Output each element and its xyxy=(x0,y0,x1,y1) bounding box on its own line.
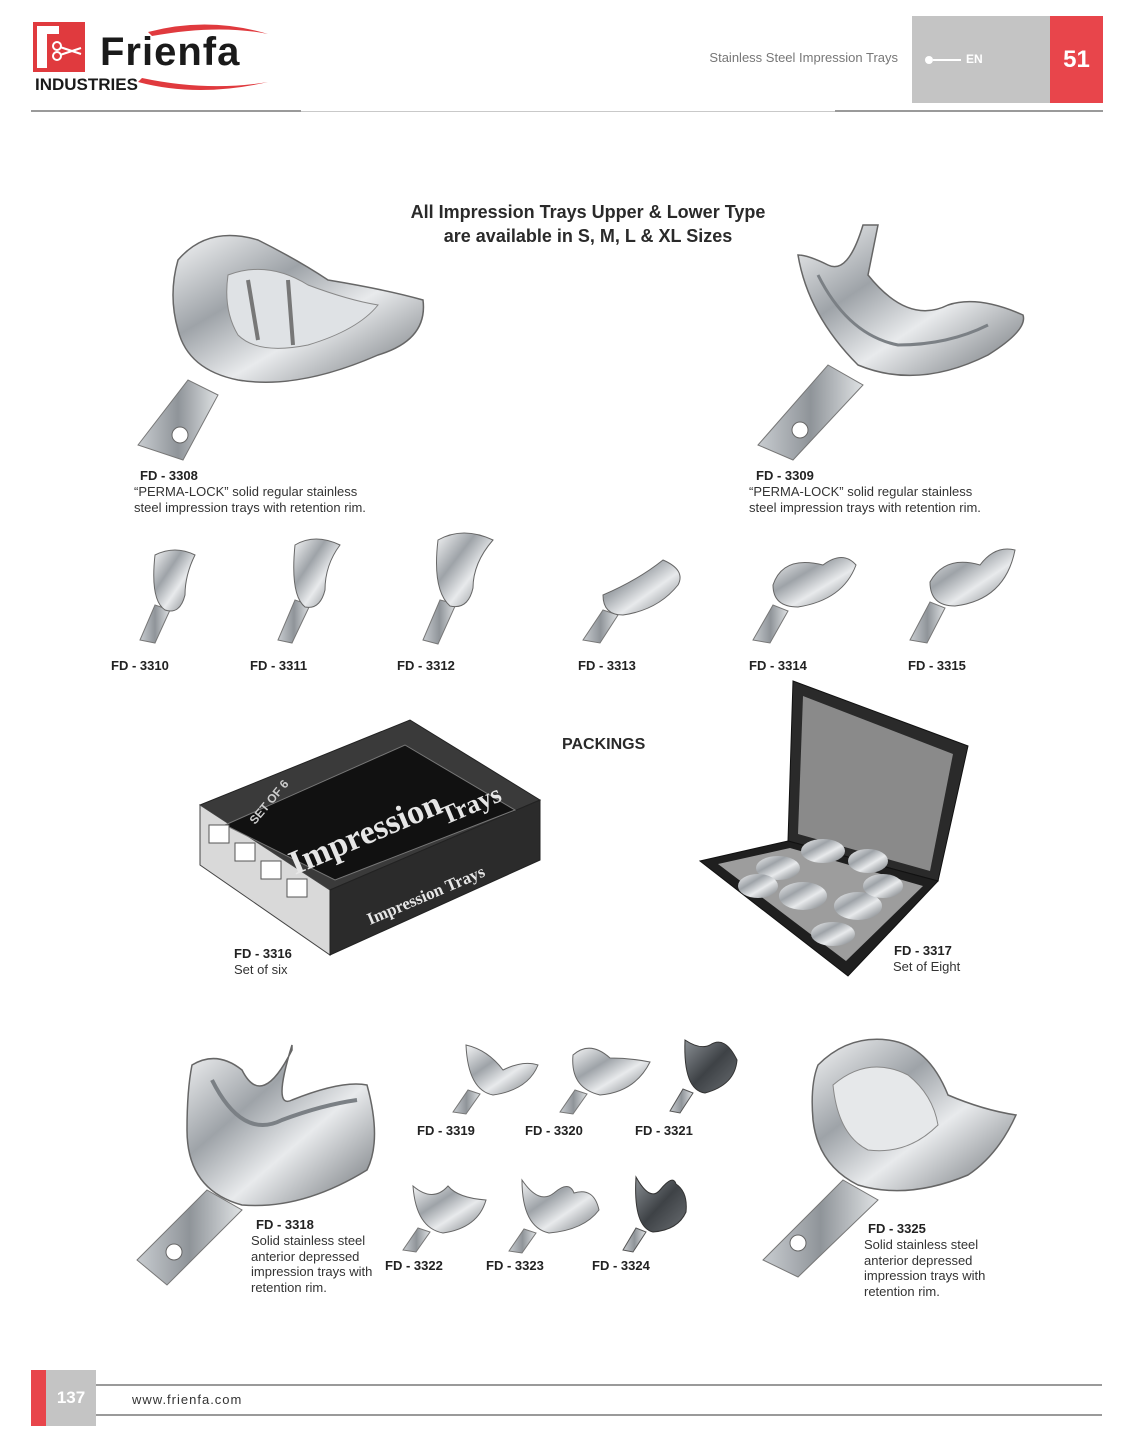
product-desc-3308: “PERMA-LOCK” solid regular stainless ste… xyxy=(134,484,366,515)
product-code-3312: FD - 3312 xyxy=(397,658,455,673)
tray-image-3319 xyxy=(448,1040,540,1115)
desc-line: Solid stainless steel xyxy=(251,1233,366,1248)
packings-title: PACKINGS xyxy=(562,736,646,753)
brand-logo-mark xyxy=(33,22,85,72)
footer-rule-bottom xyxy=(96,1414,1102,1416)
tray-image-3308 xyxy=(128,220,428,465)
tray-image-3309 xyxy=(748,215,1028,465)
website-link[interactable]: www.frienfa.com xyxy=(132,1392,243,1407)
product-code-3316: FD - 3316 xyxy=(234,946,292,961)
headline-line-2: are available in S, M, L & XL Sizes xyxy=(443,226,733,246)
tray-image-3313 xyxy=(578,555,688,645)
header-divider xyxy=(31,110,301,112)
tray-image-3320 xyxy=(555,1040,651,1115)
product-code-3325: FD - 3325 xyxy=(868,1221,926,1236)
desc-line: anterior depressed xyxy=(864,1252,973,1268)
section-title-header: Stainless Steel Impression Trays xyxy=(709,50,898,65)
header-divider-right xyxy=(835,110,1103,112)
tray-image-3311 xyxy=(270,535,350,645)
page-number: 137 xyxy=(46,1370,96,1426)
footer-accent xyxy=(31,1370,49,1426)
tray-image-3314 xyxy=(748,545,863,645)
product-code-3324: FD - 3324 xyxy=(592,1258,650,1273)
desc-line: impression trays with xyxy=(251,1264,373,1279)
packing-box-3316: Impression Trays SET OF 6 Impression Tra… xyxy=(195,715,545,960)
product-code-3313: FD - 3313 xyxy=(578,658,636,673)
product-code-3315: FD - 3315 xyxy=(908,658,966,673)
headline-line-1: All Impression Trays Upper & Lower Type xyxy=(410,202,766,222)
brand-swoosh xyxy=(138,24,268,90)
desc-line: Solid stainless steel xyxy=(864,1237,979,1252)
desc-line: retention rim. xyxy=(864,1283,940,1299)
tray-image-3315 xyxy=(905,540,1020,645)
product-code-3311: FD - 3311 xyxy=(250,658,308,673)
bullet-icon xyxy=(925,56,933,64)
desc-line: steel impression trays with retention ri… xyxy=(749,499,981,515)
desc-line: “PERMA-LOCK” solid regular stainless xyxy=(134,484,358,499)
product-code-3319: FD - 3319 xyxy=(417,1123,475,1138)
desc-line: “PERMA-LOCK” solid regular stainless xyxy=(749,484,973,499)
scissors-icon xyxy=(37,26,82,68)
product-code-3320: FD - 3320 xyxy=(525,1123,583,1138)
brand-name: Frienfa xyxy=(100,30,241,74)
bullet-line xyxy=(933,59,961,61)
desc-line: retention rim. xyxy=(251,1279,327,1295)
brand-subtitle: INDUSTRIES xyxy=(35,75,138,94)
tray-image-3312 xyxy=(418,528,498,646)
product-code-3321: FD - 3321 xyxy=(635,1123,693,1138)
tray-image-3323 xyxy=(504,1175,600,1255)
product-desc-3318: Solid stainless steel anterior depressed… xyxy=(251,1233,372,1295)
product-desc-3325: Solid stainless steel anterior depressed… xyxy=(864,1237,985,1299)
tray-image-3325 xyxy=(758,1035,1020,1280)
product-code-3322: FD - 3322 xyxy=(385,1258,443,1273)
tray-image-3322 xyxy=(398,1178,490,1253)
product-code-3318: FD - 3318 xyxy=(256,1217,314,1232)
product-desc-3309: “PERMA-LOCK” solid regular stainless ste… xyxy=(749,484,981,515)
product-code-3308: FD - 3308 xyxy=(140,468,198,483)
availability-headline: All Impression Trays Upper & Lower Type … xyxy=(380,200,796,248)
desc-line: impression trays with xyxy=(864,1268,986,1283)
footer-rule-top xyxy=(96,1384,1102,1386)
language-label: EN xyxy=(966,52,983,66)
product-code-3323: FD - 3323 xyxy=(486,1258,544,1273)
product-code-3309: FD - 3309 xyxy=(756,468,814,483)
tray-image-3318 xyxy=(132,1040,387,1290)
tray-image-3310 xyxy=(130,545,210,645)
header-divider-light xyxy=(301,111,835,112)
product-code-3310: FD - 3310 xyxy=(111,658,169,673)
packing-case-3317 xyxy=(698,676,973,986)
desc-line: steel impression trays with retention ri… xyxy=(134,499,366,515)
tray-image-3321 xyxy=(665,1035,745,1115)
product-code-3317: FD - 3317 xyxy=(894,943,952,958)
product-desc-3317: Set of Eight xyxy=(893,959,961,974)
desc-line: anterior depressed xyxy=(251,1248,360,1264)
tray-image-3324 xyxy=(618,1172,693,1254)
product-desc-3316: Set of six xyxy=(234,962,288,977)
section-number: 51 xyxy=(1050,16,1103,103)
product-code-3314: FD - 3314 xyxy=(749,658,807,673)
